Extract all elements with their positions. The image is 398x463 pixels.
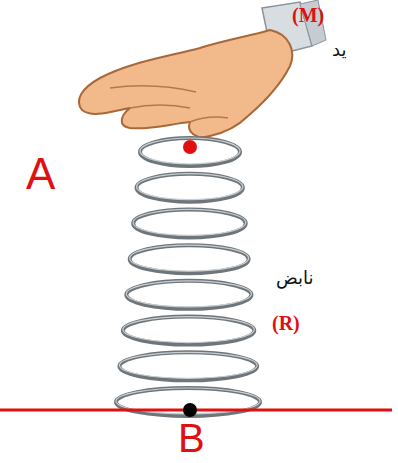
point-label: A: [26, 150, 55, 198]
spring-coil-highlight: [133, 209, 246, 235]
spring-coil: [116, 388, 260, 416]
spring-coil: [130, 245, 249, 273]
finger-lines: [110, 86, 228, 122]
point-a: [183, 140, 197, 154]
spring-coil-highlight: [119, 352, 257, 378]
spring-label: نابض: [276, 268, 314, 288]
spring-coil: [123, 317, 254, 345]
spring-coil: [137, 174, 243, 202]
spring-coil-highlight: [130, 245, 249, 271]
spring-coil: [140, 138, 240, 166]
spring-coil: [126, 281, 251, 309]
spring-coil: [133, 209, 246, 237]
spring-coil-highlight: [123, 317, 254, 343]
spring: [116, 138, 260, 416]
hand: [79, 30, 292, 137]
spring-coil-highlight: [140, 138, 240, 164]
spring-coil: [119, 352, 257, 380]
spring-coil-highlight: [137, 174, 243, 200]
point-label: B: [178, 416, 205, 460]
hand-label: يد: [332, 40, 346, 60]
spring-coil-highlight: [126, 281, 251, 307]
point-b: [183, 403, 197, 417]
spring-name: (R): [272, 312, 300, 334]
hand-name: (M): [292, 4, 324, 26]
